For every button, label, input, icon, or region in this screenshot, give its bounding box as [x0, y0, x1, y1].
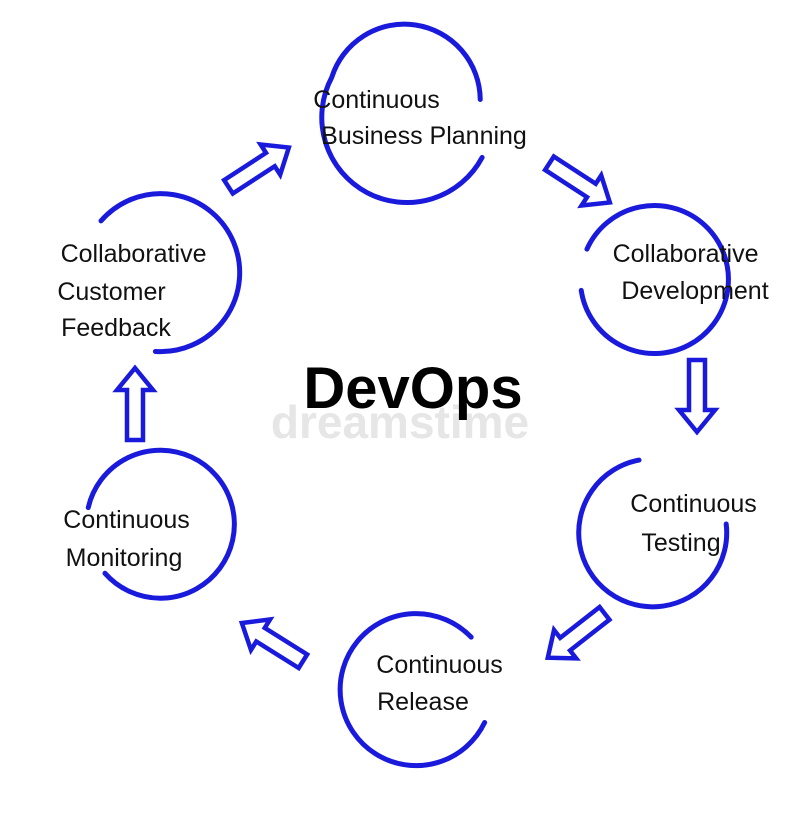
arrow-icon: [112, 364, 158, 443]
ring-planning: [319, 21, 485, 206]
ring-monitoring: [85, 447, 237, 601]
ring-release: [337, 611, 488, 769]
node-label-testing: Continuous Testing: [630, 490, 763, 557]
arrow-icon: [238, 616, 311, 672]
diagram-title: DevOps: [303, 356, 522, 421]
stage-rings: [85, 21, 731, 769]
node-label-planning: Continuous Business Planning: [313, 86, 527, 150]
ring-feedback: [98, 191, 243, 355]
ring-development: [578, 203, 731, 356]
node-label-development: Collaborative Development: [613, 240, 769, 305]
watermark-text: dreamstime: [271, 396, 529, 448]
ring-testing: [576, 457, 730, 610]
node-label-release: Continuous Release: [376, 651, 509, 716]
arrow-icon: [674, 357, 720, 436]
node-label-monitoring: Continuous Monitoring: [63, 506, 196, 572]
node-label-feedback: Collaborative Customer Feedback: [57, 240, 213, 342]
flow-arrows: [112, 141, 720, 672]
arrow-icon: [544, 603, 613, 661]
arrow-icon: [220, 141, 292, 197]
arrow-icon: [541, 153, 613, 209]
